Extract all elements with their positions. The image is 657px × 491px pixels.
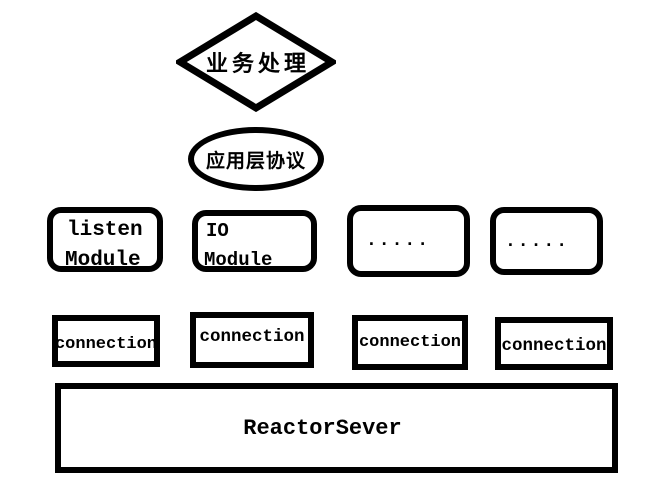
- connection-label: connection: [54, 334, 158, 354]
- module-listen-line1: listen: [67, 219, 143, 242]
- server-box: ReactorSever: [55, 383, 618, 473]
- module-listen-line2: Module: [65, 249, 141, 272]
- connection-label: connection: [199, 327, 305, 347]
- server-label: ReactorSever: [243, 415, 402, 441]
- protocol-label: 应用层协议: [205, 149, 306, 172]
- protocol-ellipse: 应用层协议: [188, 127, 324, 191]
- module-io-line2: Module: [204, 249, 273, 271]
- ellipsis-label: .....: [366, 231, 431, 251]
- diamond-shape-icon: [176, 12, 336, 112]
- module-box-listen: listen Module: [47, 207, 163, 272]
- connection-box-1: connection: [52, 315, 160, 367]
- connection-box-2: connection: [190, 312, 314, 368]
- module-io-line1: IO: [206, 220, 229, 242]
- decision-diamond: 业务处理: [176, 12, 336, 112]
- connection-label: connection: [501, 335, 607, 356]
- module-box-io: IO Module: [192, 210, 317, 272]
- connection-label: connection: [358, 333, 462, 352]
- decision-label: 业务处理: [205, 51, 310, 77]
- module-box-ellipsis-1: .....: [347, 205, 470, 277]
- connection-box-3: connection: [352, 315, 468, 370]
- module-box-ellipsis-2: .....: [490, 207, 603, 275]
- connection-box-4: connection: [495, 317, 613, 370]
- ellipsis-label: .....: [505, 232, 570, 252]
